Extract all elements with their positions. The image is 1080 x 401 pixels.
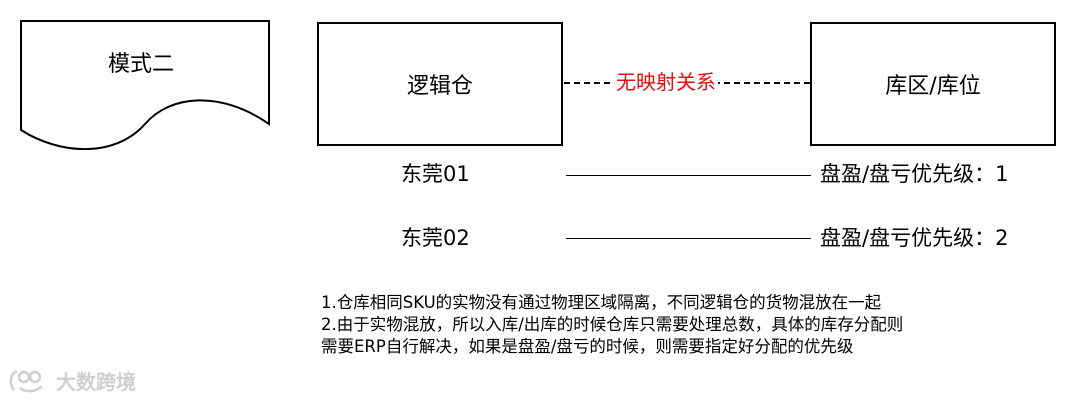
logical-warehouse-box: 逻辑仓 (317, 22, 563, 146)
logical-warehouse-label: 逻辑仓 (406, 74, 473, 99)
brand-logo-icon (9, 369, 43, 392)
row-connector (566, 238, 811, 239)
note-line: 2.由于实物混放，所以入库/出库的时候仓库只需要处理总数，具体的库存分配则 (321, 315, 904, 334)
notes-block: 1.仓库相同SKU的实物没有通过物理区域隔离，不同逻辑仓的货物混放在一起 2.由… (321, 292, 903, 358)
note-line: 1.仓库相同SKU的实物没有通过物理区域隔离，不同逻辑仓的货物混放在一起 (321, 293, 882, 312)
relation-label: 无映射关系 (614, 70, 718, 94)
row-left-label: 东莞01 (401, 162, 470, 186)
note-line: 需要ERP自行解决，如果是盘盈/盘亏的时候，则需要指定好分配的优先级 (321, 337, 854, 356)
watermark-text: 大数跨境 (56, 370, 136, 394)
row-right-label: 盘盈/盘亏优先级：2 (820, 226, 1009, 250)
row-connector (566, 175, 811, 176)
watermark: 大数跨境 (8, 366, 136, 395)
row-left-label: 东莞02 (401, 226, 470, 250)
row-right-label: 盘盈/盘亏优先级：1 (820, 162, 1009, 186)
mode-document-shape (20, 20, 270, 150)
mode-title: 模式二 (108, 52, 175, 77)
storage-area-box: 库区/库位 (810, 22, 1056, 146)
storage-area-label: 库区/库位 (885, 74, 981, 99)
